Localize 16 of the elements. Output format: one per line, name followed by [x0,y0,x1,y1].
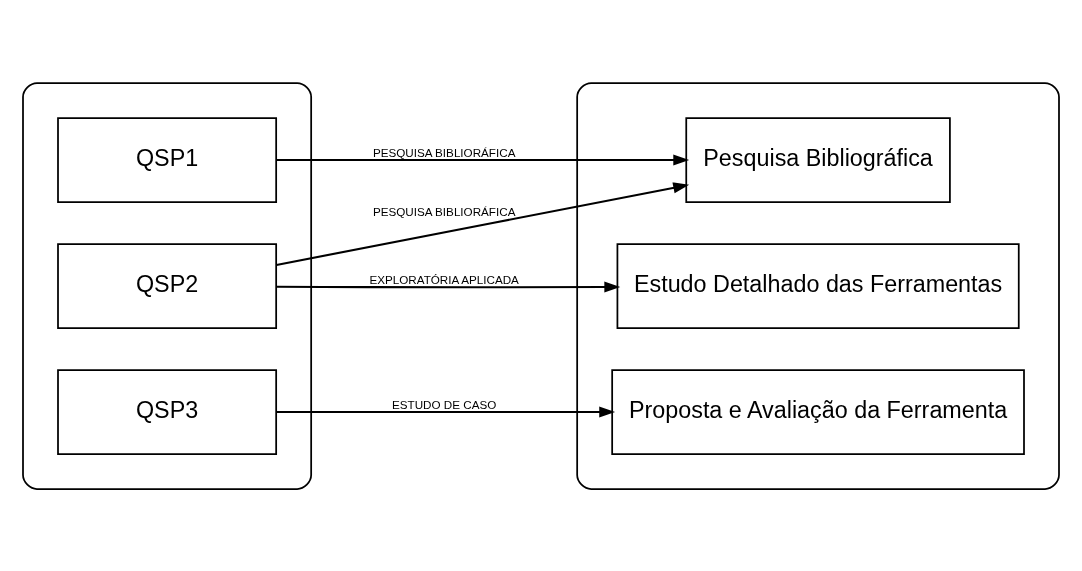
edge-label: EXPLORATÓRIA APLICADA [369,272,519,286]
cluster [576,81,1060,490]
node-box: QSP2 [57,242,278,329]
node-box: Estudo Detalhado das Ferramentas [616,242,1020,329]
cluster [22,81,313,490]
arrow [276,405,616,418]
arrow [276,153,690,166]
edge-label: PESQUISA BIBLIORÁFICA [372,204,516,218]
arrow [276,280,621,293]
node-box: Proposta e Avaliação da Ferramenta [611,368,1025,455]
node-box: QSP3 [57,368,278,455]
node-box: QSP1 [57,116,278,203]
edge-label: ESTUDO DE CASO [392,397,497,410]
arrow [276,181,690,266]
edge-label: PESQUISA BIBLIORÁFICA [372,145,516,158]
node-box: Pesquisa Bibliográfica [685,116,951,203]
